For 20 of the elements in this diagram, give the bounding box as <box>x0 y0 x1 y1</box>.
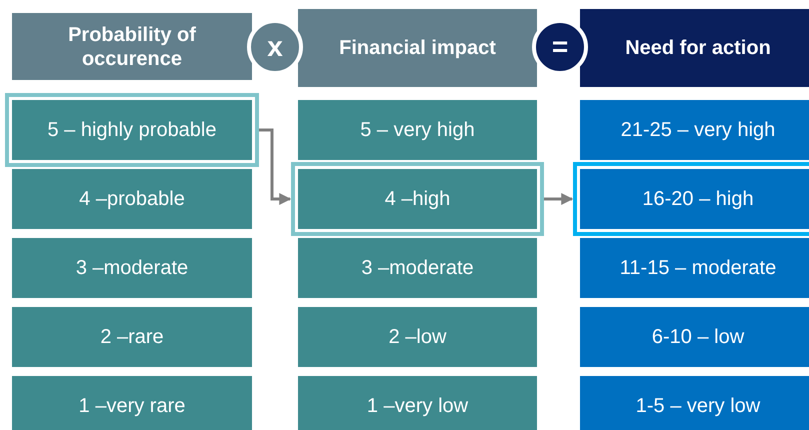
action-level-box: 6-10 – low <box>580 307 809 367</box>
arrow <box>544 193 574 205</box>
probability-level-box: 1 –very rare <box>12 376 252 430</box>
impact-level-box: 1 –very low <box>298 376 537 430</box>
column-header: Financial impact <box>298 9 537 87</box>
probability-level-box: 3 –moderate <box>12 238 252 298</box>
arrow <box>259 128 292 205</box>
probability-level-box: 2 –rare <box>12 307 252 367</box>
probability-level-box: 5 – highly probable <box>5 93 259 167</box>
impact-level-box: 5 – very high <box>298 100 537 160</box>
action-level-box: 16-20 – high <box>573 162 809 236</box>
column-header: Probability of occurence <box>12 13 252 80</box>
impact-level-box: 4 –high <box>291 162 544 236</box>
action-level-box: 1-5 – very low <box>580 376 809 430</box>
impact-level-box: 3 –moderate <box>298 238 537 298</box>
action-level-box: 11-15 – moderate <box>580 238 809 298</box>
impact-level-box: 2 –low <box>298 307 537 367</box>
action-level-box: 21-25 – very high <box>580 100 809 160</box>
column-header: Need for action <box>580 9 809 87</box>
probability-level-box: 4 –probable <box>12 169 252 229</box>
